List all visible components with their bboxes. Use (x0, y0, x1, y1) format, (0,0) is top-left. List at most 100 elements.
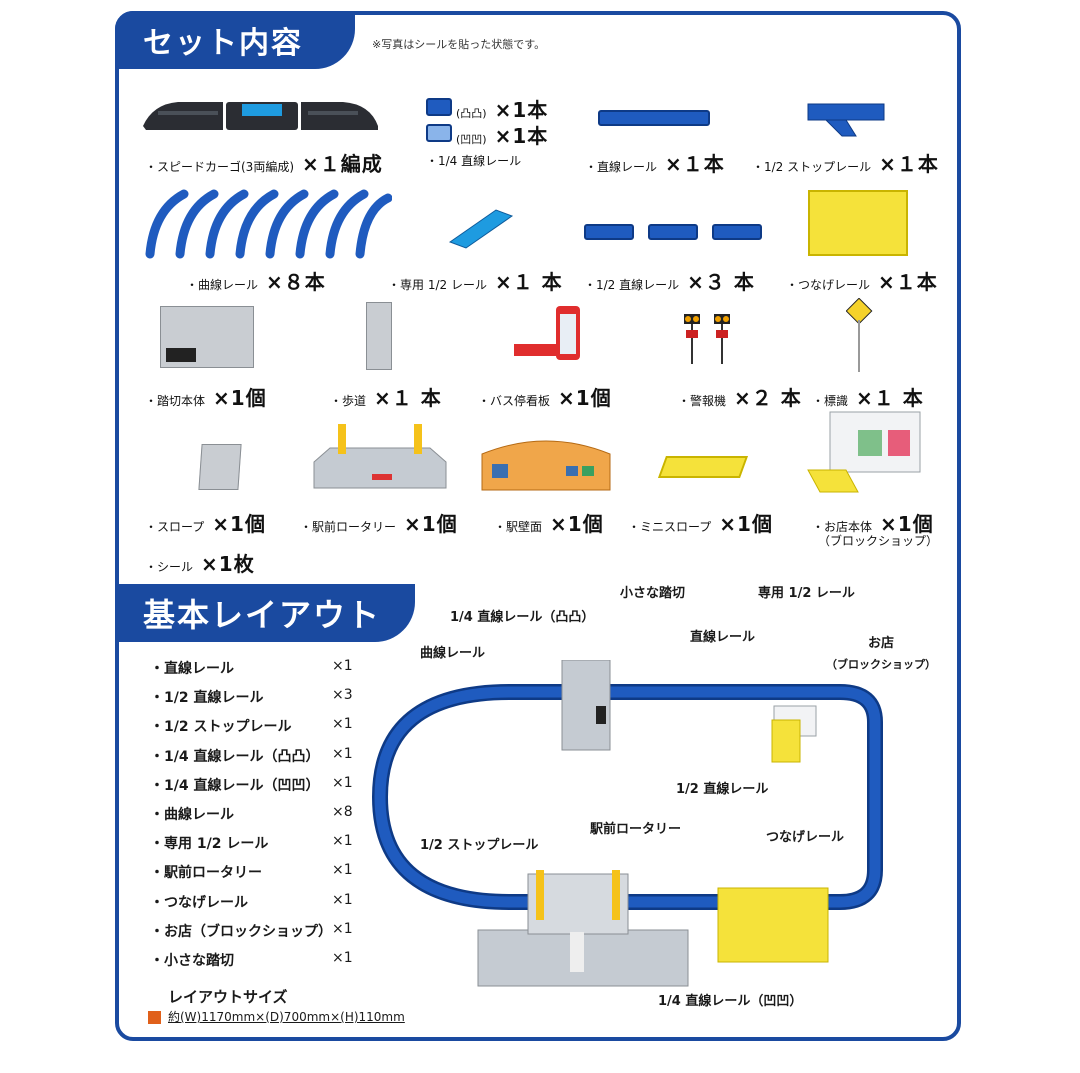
photo-note: ※写真はシールを貼った状態です。 (372, 38, 546, 51)
quarter-rail-ou-image (426, 124, 452, 142)
item-name: ・歩道 (330, 394, 367, 408)
quarter-rail-totsu-image (426, 98, 452, 116)
tsunage-rail-image (808, 190, 908, 256)
list-item: ・1/4 直線レール（凸凸） ×1 (150, 746, 360, 775)
half-straight-rail-image (712, 224, 762, 240)
special-half-rail-image (448, 209, 514, 249)
half-straight-rail-image (648, 224, 698, 240)
item-name: ・直線レール (585, 160, 658, 174)
list-item-count: ×8 (332, 803, 353, 820)
list-item-count: ×1 (332, 891, 353, 908)
list-item: ・1/2 直線レール×3 (150, 687, 360, 716)
item-block-shop: ・お店本体 ×1個 (812, 508, 934, 537)
list-item-name: ・小さな踏切 (150, 952, 234, 969)
list-item-count: ×1 (332, 949, 353, 966)
item-road-sign: ・標識 ×１ 本 (812, 382, 924, 411)
callout-quarter-ou: 1/4 直線レール（凹凹） (658, 994, 803, 1009)
item-name: ・スロープ (145, 520, 205, 534)
station-wall-image (481, 440, 611, 491)
list-item-name: ・1/4 直線レール（凸凸） (150, 748, 320, 765)
item-crossing-body: ・踏切本体 ×1個 (145, 382, 267, 411)
speed-cargo-train-image (143, 102, 378, 130)
bus-stop-sign-image (514, 306, 580, 360)
list-item: ・曲線レール×8 (150, 804, 360, 833)
layout-size-text: 約(W)1170mm×(D)700mm×(H)110mm (168, 1010, 405, 1024)
item-block-shop-sub: （ブロックショップ） (818, 534, 939, 548)
item-qty: ×１本 (878, 270, 938, 294)
callout-rotary: 駅前ロータリー (590, 822, 682, 837)
item-qty: ×1枚 (201, 552, 255, 576)
item-name: ・つなげレール (786, 278, 871, 292)
item-name: ・踏切本体 (145, 394, 206, 408)
orange-square-icon (148, 1011, 161, 1024)
item-sidewalk: ・歩道 ×１ 本 (330, 382, 442, 411)
item-quarter-ou: (凹凹) ×1本 (456, 120, 548, 149)
list-item-count: ×1 (332, 833, 353, 850)
item-name: ・1/2 直線レール (584, 278, 680, 292)
half-straight-rail-image (584, 224, 634, 240)
block-shop-image (807, 411, 921, 493)
item-qty: ×１本 (665, 152, 725, 176)
list-item-name: ・駅前ロータリー (150, 865, 262, 882)
callout-small-crossing: 小さな踏切 (620, 586, 686, 601)
list-item-count: ×3 (332, 687, 353, 704)
item-qty: ×８本 (266, 270, 326, 294)
item-name: ・駅壁面 (494, 520, 543, 534)
crossing-body-detail (166, 348, 196, 362)
item-qty: ×1個 (880, 512, 934, 536)
layout-size-value: 約(W)1170mm×(D)700mm×(H)110mm (148, 1008, 405, 1025)
list-item-count: ×1 (332, 920, 353, 937)
item-qty: ×1個 (558, 386, 612, 410)
item-qty: ×１本 (879, 152, 939, 176)
item-quarter-label: ・1/4 直線レール (426, 154, 522, 168)
item-name: (凹凹) (456, 133, 487, 146)
item-qty: ×３ 本 (687, 270, 755, 294)
item-half-straight-rail: ・1/2 直線レール ×３ 本 (584, 266, 755, 295)
slope-image (198, 444, 242, 490)
station-rotary-image (313, 424, 447, 489)
item-qty: ×1個 (550, 512, 604, 536)
layout-size-title: レイアウトサイズ (168, 988, 288, 1006)
item-station-rotary: ・駅前ロータリー ×1個 (300, 508, 458, 537)
content-frame (115, 11, 961, 1041)
item-qty: ×1本 (494, 98, 549, 122)
callout-straight-rail: 直線レール (690, 630, 756, 645)
list-item: ・駅前ロータリー ×1 (150, 862, 360, 891)
list-item-name: ・1/2 ストップレール (150, 719, 292, 736)
item-half-stop-rail: ・1/2 ストップレール ×１本 (752, 148, 939, 177)
road-sign-image (846, 298, 873, 372)
item-qty: ×２ 本 (734, 386, 802, 410)
list-item-name: ・1/4 直線レール（凹凹） (150, 777, 320, 794)
item-qty: ×1本 (494, 124, 549, 148)
item-qty: ×1個 (404, 512, 458, 536)
item-name: ・ミニスロープ (628, 520, 712, 534)
list-item-name: ・つなげレール (150, 894, 248, 911)
list-item: ・つなげレール ×1 (150, 892, 360, 921)
item-qty: ×１ 本 (856, 386, 924, 410)
callout-curve-rail: 曲線レール (420, 646, 486, 661)
list-item-count: ×1 (332, 862, 353, 879)
item-speed-cargo: ・スピードカーゴ(3両編成) ×１編成 (145, 148, 383, 177)
item-tsunage-rail: ・つなげレール ×１本 (786, 266, 938, 295)
item-qty: ×１編成 (302, 152, 383, 176)
item-sticker: ・シール ×1枚 (145, 548, 255, 577)
list-item-count: ×1 (332, 716, 353, 733)
item-qty: ×1個 (213, 386, 267, 410)
item-name: ・駅前ロータリー (300, 520, 397, 534)
item-name: ・曲線レール (186, 278, 259, 292)
mini-slope-image (657, 456, 749, 478)
item-name: ・1/2 ストップレール (752, 160, 872, 174)
list-item-name: ・専用 1/2 レール (150, 836, 269, 853)
item-name: ・標識 (812, 394, 849, 408)
callout-shop: お店 (868, 636, 895, 651)
callout-quarter-totsu: 1/4 直線レール（凸凸） (450, 610, 595, 625)
item-crossing-signal: ・警報機 ×２ 本 (678, 382, 802, 411)
list-item: ・お店（ブロックショップ）×1 (150, 921, 360, 950)
item-name: ・スピードカーゴ(3両編成) (145, 160, 294, 174)
item-name: ・専用 1/2 レール (388, 278, 487, 292)
list-item-name: ・お店（ブロックショップ） (150, 923, 332, 940)
list-item-count: ×1 (332, 745, 353, 762)
list-item: ・1/2 ストップレール ×1 (150, 716, 360, 745)
item-quarter-totsu: (凸凸) ×1本 (456, 94, 548, 123)
half-stop-rail-image (807, 103, 885, 137)
